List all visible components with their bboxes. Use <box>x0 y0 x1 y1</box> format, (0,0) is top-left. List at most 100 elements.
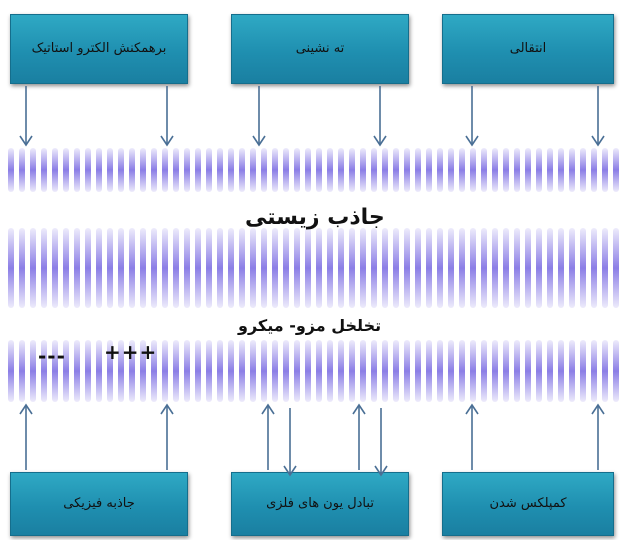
band-stripe <box>613 148 619 192</box>
band-stripe <box>316 340 322 402</box>
band-stripe <box>514 228 520 308</box>
box-label: کمپلکس شدن <box>489 496 567 511</box>
band-stripe <box>162 228 168 308</box>
band-stripe <box>492 228 498 308</box>
band-stripe <box>591 228 597 308</box>
band-stripe <box>338 148 344 192</box>
band-stripe <box>294 228 300 308</box>
band-stripe <box>481 148 487 192</box>
band-stripe <box>481 228 487 308</box>
band-stripe <box>459 340 465 402</box>
box-ion-exchange: تبادل یون های فلزی <box>231 472 409 536</box>
band-stripe <box>294 340 300 402</box>
box-electrostatic-interaction: برهمکنش الکترو استاتیک <box>10 14 188 84</box>
band-stripe <box>327 148 333 192</box>
band-stripe <box>8 228 14 308</box>
band-stripe <box>52 228 58 308</box>
band-stripe <box>272 148 278 192</box>
band-stripe <box>19 228 25 308</box>
band-stripe <box>173 148 179 192</box>
band-stripe <box>525 148 531 192</box>
band-stripe <box>503 148 509 192</box>
band-stripe <box>327 340 333 402</box>
band-stripe <box>63 228 69 308</box>
band-stripe <box>547 148 553 192</box>
band-stripe <box>19 148 25 192</box>
band-stripe <box>74 340 80 402</box>
arrow-down <box>374 408 388 477</box>
band-stripe <box>74 228 80 308</box>
band-stripe <box>371 340 377 402</box>
arrow-up <box>160 403 174 470</box>
band-stripe <box>85 340 91 402</box>
arrow-down <box>252 86 266 147</box>
band-stripe <box>338 228 344 308</box>
band-stripe <box>525 228 531 308</box>
band-stripe <box>360 148 366 192</box>
band-stripe <box>206 228 212 308</box>
band-stripe <box>602 228 608 308</box>
arrow-down <box>283 408 297 477</box>
band-stripe <box>118 148 124 192</box>
box-label: انتقالی <box>509 41 547 56</box>
band-stripe <box>184 148 190 192</box>
band-stripe <box>404 228 410 308</box>
band-stripe <box>459 228 465 308</box>
band-stripe <box>404 148 410 192</box>
band-stripe <box>514 148 520 192</box>
band-stripe <box>382 340 388 402</box>
band-stripe <box>613 340 619 402</box>
band-stripe <box>437 148 443 192</box>
arrow-up <box>591 403 605 470</box>
band-stripe <box>382 228 388 308</box>
box-precipitation: ته نشینی <box>231 14 409 84</box>
band-stripe <box>415 228 421 308</box>
band-stripe <box>195 148 201 192</box>
band-stripe <box>107 228 113 308</box>
band-stripe <box>63 340 69 402</box>
band-stripe <box>580 228 586 308</box>
band-stripe <box>294 148 300 192</box>
band-stripe <box>261 228 267 308</box>
band-stripe <box>107 148 113 192</box>
band-stripe <box>360 340 366 402</box>
band-stripe <box>129 228 135 308</box>
band-stripe <box>8 340 14 402</box>
band-stripe <box>470 148 476 192</box>
band-stripe <box>173 340 179 402</box>
band-stripe <box>371 148 377 192</box>
band-stripe <box>602 340 608 402</box>
band-stripe <box>195 228 201 308</box>
arrow-down <box>373 86 387 147</box>
band-stripe <box>19 340 25 402</box>
band-stripe <box>85 228 91 308</box>
band-stripe <box>426 148 432 192</box>
band-stripe <box>129 148 135 192</box>
band-stripe <box>349 148 355 192</box>
band-stripe <box>118 228 124 308</box>
band-stripe <box>569 340 575 402</box>
band-stripe <box>338 340 344 402</box>
band-stripe <box>96 148 102 192</box>
box-label: ته نشینی <box>295 41 345 56</box>
band-stripe <box>382 148 388 192</box>
band-stripe <box>459 148 465 192</box>
arrow-up <box>261 403 275 470</box>
band-stripe <box>228 148 234 192</box>
band-stripe <box>118 340 124 402</box>
band-stripe <box>206 340 212 402</box>
band-stripe <box>393 228 399 308</box>
band-stripe <box>250 228 256 308</box>
box-label: جاذبه فیزیکی <box>63 496 135 511</box>
band-stripe <box>437 228 443 308</box>
band-stripe <box>151 340 157 402</box>
band-stripe <box>448 148 454 192</box>
band-stripe <box>151 228 157 308</box>
band-stripe <box>272 228 278 308</box>
positive-charges: +++ <box>104 340 158 364</box>
band-stripe <box>393 340 399 402</box>
band-stripe <box>492 148 498 192</box>
band-stripe <box>217 148 223 192</box>
band-stripe <box>261 340 267 402</box>
